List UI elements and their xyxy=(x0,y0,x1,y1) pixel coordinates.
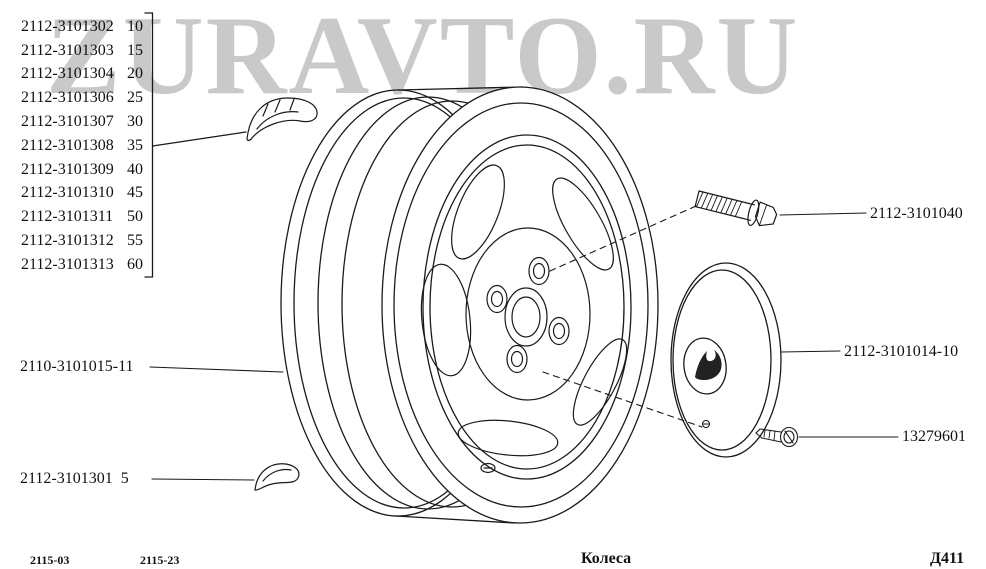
parts-list-row: 2112-3101308 35 xyxy=(21,134,143,158)
leader-balance-weight-small xyxy=(151,478,255,481)
cap-screw-hole xyxy=(702,420,710,428)
balance-weight-large xyxy=(246,97,318,141)
wheel-hub xyxy=(465,227,591,474)
center-bore xyxy=(504,287,548,347)
vent-slot xyxy=(420,263,472,377)
part-number: 2112-3101310 xyxy=(21,184,114,202)
part-qty: 10 xyxy=(127,17,143,35)
bolt-hole xyxy=(486,284,508,314)
balance-weights-parts-list: 2112-3101302 10 2112-3101303 15 2112-31013… xyxy=(21,15,143,277)
leader-wheel-bolt xyxy=(779,212,867,216)
parts-list-row: 2112-3101306 25 xyxy=(21,86,143,110)
part-qty: 20 xyxy=(127,65,143,83)
vent-slot xyxy=(572,338,628,426)
parts-list-row: 2112-3101307 30 xyxy=(21,110,143,134)
dashed-line-bolt-to-hub xyxy=(549,205,697,272)
part-number: 2112-3101313 xyxy=(21,255,114,273)
part-qty: 50 xyxy=(127,208,143,226)
part-number: 2112-3101303 xyxy=(21,41,114,59)
part-qty: 60 xyxy=(127,255,143,273)
vent-slot xyxy=(457,419,559,457)
part-qty: 40 xyxy=(127,160,143,178)
part-number: 2112-3101302 xyxy=(21,17,114,35)
bolt-hole xyxy=(506,344,528,374)
sheet-number: Д411 xyxy=(930,550,965,567)
parts-list-row: 2112-3101311 50 xyxy=(21,205,143,229)
part-number: 2112-3101304 xyxy=(21,65,114,83)
part-number: 2112-3101309 xyxy=(21,160,114,178)
bolt-hex-head xyxy=(754,201,778,227)
parts-list-row: 2112-3101310 45 xyxy=(21,182,143,206)
bolt-hole xyxy=(548,316,570,346)
center-bore xyxy=(511,296,541,338)
rim-bottom-edge xyxy=(395,515,515,524)
center-cap-drawing xyxy=(670,262,782,458)
part-number: 2112-3101312 xyxy=(21,232,114,250)
part-number: 2112-3101306 xyxy=(21,89,114,107)
leader-line xyxy=(151,131,247,147)
part-qty: 55 xyxy=(127,232,143,250)
wheel-front-face xyxy=(381,86,659,524)
footer-code-1: 2115-03 xyxy=(30,553,70,567)
parts-list-row: 2112-3101312 55 xyxy=(21,229,143,253)
watermark-text: ZURAVTO.RU xyxy=(46,0,800,118)
part-number: 2112-3101308 xyxy=(21,136,114,154)
footer-code-2: 2115-23 xyxy=(140,553,180,567)
part-qty: 15 xyxy=(127,41,143,59)
vent-slots xyxy=(420,164,628,457)
bolt-flange xyxy=(747,199,760,227)
screw-slot xyxy=(784,430,794,444)
leader-lines xyxy=(149,212,899,481)
part-number: 2112-3101307 xyxy=(21,113,114,131)
part-qty: 45 xyxy=(127,184,143,202)
dashed-line-cap-to-hub xyxy=(542,371,703,428)
alignment-dashed-lines xyxy=(542,205,703,428)
wheel-bolt-drawing xyxy=(694,190,778,227)
callout-balance-weight-small: 2112-3101301 5 xyxy=(20,471,129,487)
parts-list-row: 2112-3101303 15 xyxy=(21,39,143,63)
part-qty: 35 xyxy=(127,136,143,154)
parts-list-row: 2112-3101309 40 xyxy=(21,158,143,182)
part-number: 2112-3101301 xyxy=(20,470,113,487)
valve-hole xyxy=(480,462,496,474)
page-title: Колеса xyxy=(581,550,632,567)
parts-list-row: 2112-3101302 10 xyxy=(21,15,143,39)
leader-wheel-disc xyxy=(149,366,284,373)
lada-logo xyxy=(683,337,727,395)
part-qty: 30 xyxy=(127,113,143,131)
vent-slot xyxy=(451,164,505,260)
vent-slot xyxy=(552,177,614,271)
part-number: 2112-3101311 xyxy=(21,208,114,226)
parts-list-row: 2112-3101313 60 xyxy=(21,253,143,277)
parts-list-bracket xyxy=(144,12,247,278)
cap-screw-drawing xyxy=(755,426,799,448)
parts-list-row: 2112-3101304 20 xyxy=(21,63,143,87)
bolt-hole xyxy=(528,256,550,286)
callout-wheel-disc: 2110-3101015-11 xyxy=(20,358,134,375)
leader-wheel-cap xyxy=(780,350,841,353)
part-qty: 25 xyxy=(127,89,143,107)
part-qty: 5 xyxy=(120,470,129,487)
callout-wheel-bolt: 2112-3101040 xyxy=(870,205,963,222)
callout-wheel-cap: 2112-3101014-10 xyxy=(844,343,959,360)
rim-top-edge xyxy=(397,86,523,91)
callout-cap-screw: 13279601 xyxy=(902,428,966,445)
balance-weight-small xyxy=(254,463,300,491)
